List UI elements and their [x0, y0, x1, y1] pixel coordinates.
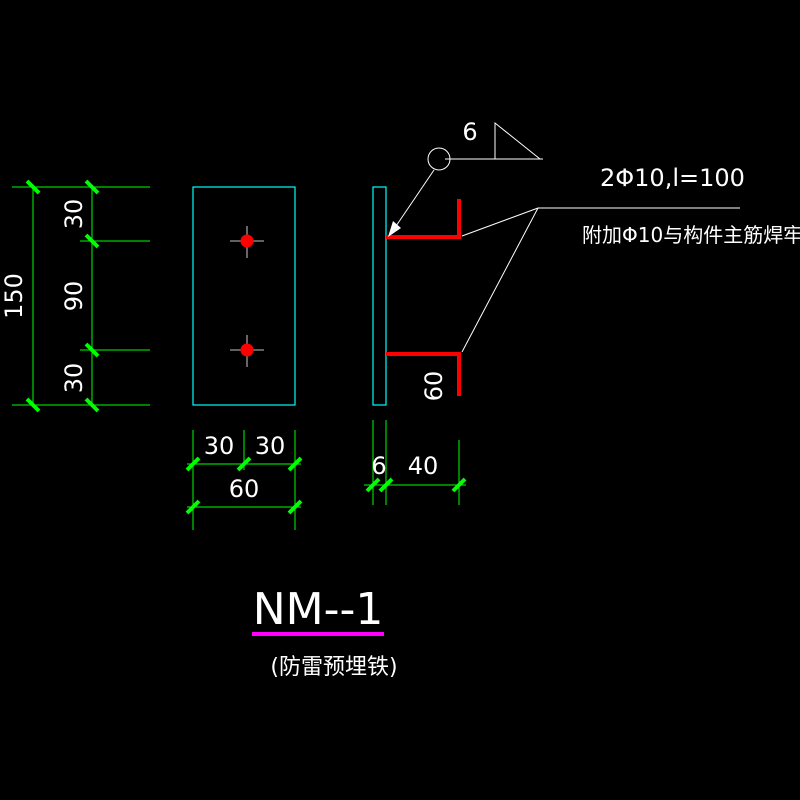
drawing-subtitle: (防雷预埋铁): [270, 655, 397, 680]
weld-arrow-head: [388, 221, 401, 237]
dim-height-top: 30: [60, 199, 88, 230]
dim-width-left: 30: [204, 432, 235, 460]
plate-side-outline: [372, 186, 387, 406]
title-underline: [252, 632, 384, 636]
dim-rebar-projection: 40: [408, 452, 439, 480]
horizontal-dimension-ticks: [185, 456, 303, 515]
weld-symbol: [391, 121, 543, 233]
dim-width-total: 60: [229, 475, 260, 503]
dim-height-mid: 90: [60, 281, 88, 312]
rebar-note-label: 附加Φ10与构件主筋焊牢: [582, 223, 800, 247]
rebar-leaders: [461, 207, 740, 353]
drawing-title: NM--1: [253, 584, 384, 635]
vertical-dimension-ticks: [25, 179, 100, 413]
rebar-anchors: [386, 199, 461, 396]
dim-rebar-leg: 60: [420, 371, 448, 402]
rebar-spec-label: 2Φ10,l=100: [600, 164, 745, 192]
rebar-hole-bottom: [240, 343, 254, 357]
dim-width-right: 30: [255, 432, 286, 460]
dim-height-total: 150: [0, 273, 28, 319]
dim-plate-thickness: 6: [371, 452, 386, 480]
dim-height-bottom: 30: [60, 363, 88, 394]
weld-size-label: 6: [462, 118, 477, 146]
side-dimension-ticks: [365, 477, 467, 493]
side-dimension-lines: [364, 420, 466, 505]
rebar-hole-top: [240, 234, 254, 248]
plate-front-outline: [192, 186, 296, 406]
